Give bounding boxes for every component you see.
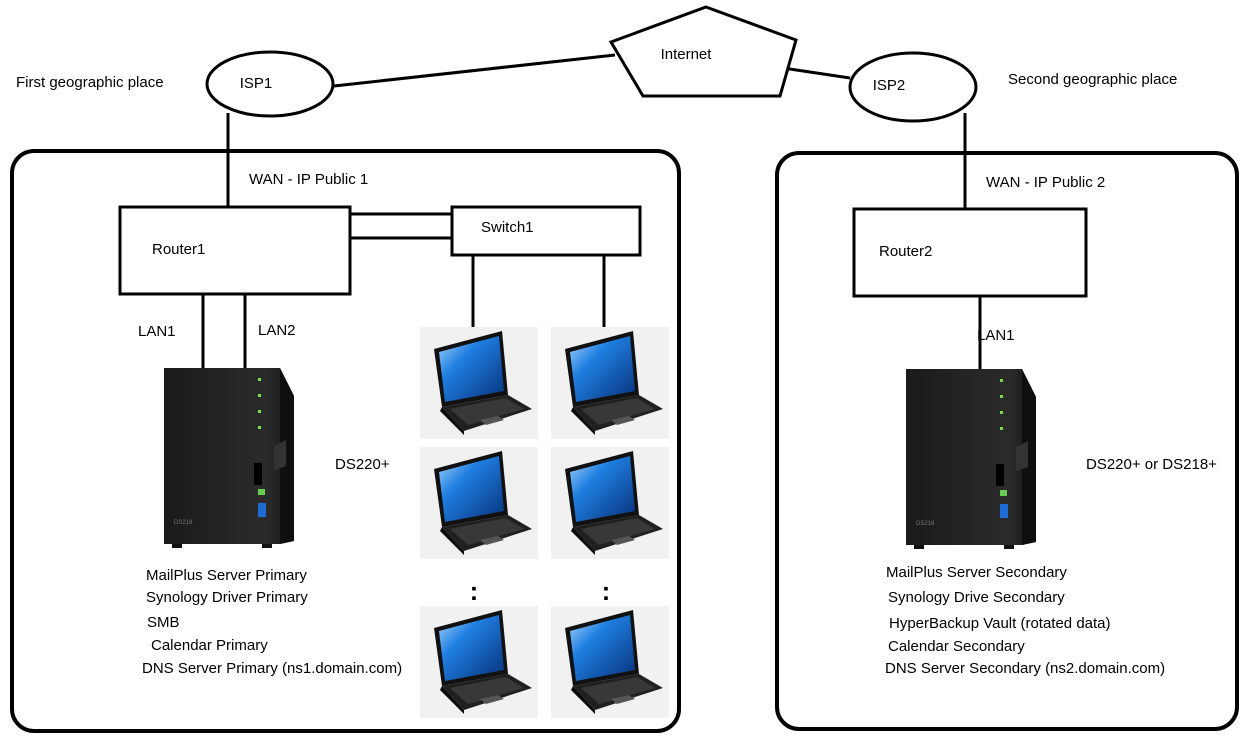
site2-lan1-label: LAN1 [977,327,1015,344]
laptops-ellipsis-right: : [602,576,611,606]
site2-service: Calendar Secondary [888,638,1025,655]
laptops-ellipsis-left: : [470,576,479,606]
site2-container [775,151,1239,731]
laptop-icon [420,606,538,718]
second-place-label: Second geographic place [1008,71,1177,88]
site2-nas-icon: DS218 [906,369,1036,549]
laptop-icon [551,447,669,559]
laptop-icon [420,447,538,559]
switch1-label: Switch1 [481,219,534,236]
isp1-node [205,50,335,118]
site1-service: SMB [147,614,180,631]
site1-service: Calendar Primary [151,637,268,654]
laptop-icon [420,327,538,439]
site1-service: DNS Server Primary (ns1.domain.com) [142,660,402,677]
site1-nas-icon: DS218 [164,368,294,548]
site1-lan1-label: LAN1 [138,323,176,340]
laptop-icon [551,327,669,439]
site2-service: HyperBackup Vault (rotated data) [889,615,1111,632]
site2-nas-model-label: DS220+ or DS218+ [1086,456,1217,473]
router1-label: Router1 [152,241,205,258]
site1-container [10,149,681,733]
switch1-node [450,205,642,257]
isp2-node [848,51,978,123]
site2-service: DNS Server Secondary (ns2.domain.com) [885,660,1165,677]
site1-nas-front-label: DS218 [174,520,193,526]
isp1-internet-link [333,53,616,88]
internet-node [608,5,798,98]
isp2-label: ISP2 [873,77,906,94]
router2-node [852,207,1088,298]
site2-service: MailPlus Server Secondary [886,564,1067,581]
isp1-label: ISP1 [240,75,273,92]
wan2-label: WAN - IP Public 2 [986,174,1105,191]
site1-lan2-label: LAN2 [258,322,296,339]
first-place-label: First geographic place [16,74,164,91]
wan1-label: WAN - IP Public 1 [249,171,368,188]
site1-service: Synology Driver Primary [146,589,308,606]
laptop-icon [551,606,669,718]
site2-service: Synology Drive Secondary [888,589,1065,606]
internet-isp2-link [782,66,851,80]
router1-node [118,205,352,296]
site1-nas-model-label: DS220+ [335,456,390,473]
internet-label: Internet [661,46,713,63]
site2-nas-front-label: DS218 [916,521,935,527]
router2-label: Router2 [879,243,932,260]
site1-service: MailPlus Server Primary [146,567,307,584]
